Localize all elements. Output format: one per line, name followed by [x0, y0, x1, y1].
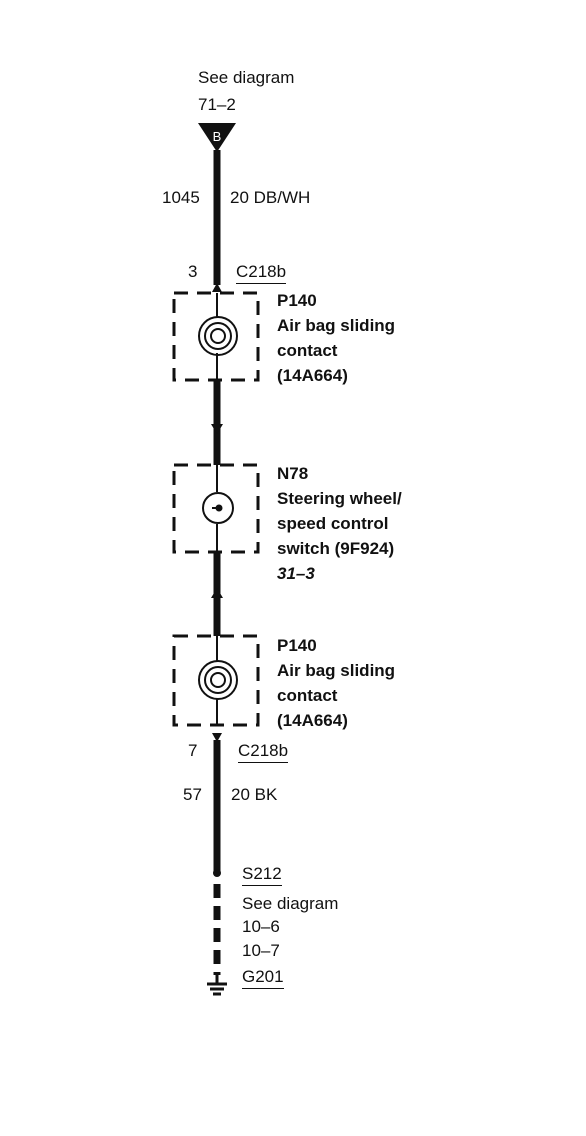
component-1-name2: contact	[277, 341, 338, 360]
connector-top-name: C218b	[236, 262, 287, 284]
splice-name: S212	[242, 864, 282, 886]
wire-bottom-circuit: 57	[183, 785, 202, 804]
wire-top-circuit: 1045	[162, 188, 200, 207]
top-diagram-ref: 71–2	[198, 95, 236, 114]
ground-name: G201	[242, 967, 284, 989]
splice-ref-2: 10–7	[242, 941, 280, 960]
reference-badge-label: B	[213, 129, 222, 144]
wire-top-spec: 20 DB/WH	[230, 188, 311, 207]
component-3-name1: Air bag sliding	[277, 661, 396, 680]
splice-ref-1: 10–6	[242, 917, 280, 936]
top-see-diagram: See diagram	[198, 68, 295, 87]
connector-bottom-pin: 7	[188, 741, 198, 760]
component-1-part: (14A664)	[277, 366, 348, 385]
connector-arrow-icon	[211, 588, 223, 598]
wire-bottom-spec: 20 BK	[231, 785, 278, 804]
ground-icon	[207, 975, 227, 996]
clockspring-icon	[198, 660, 238, 700]
connector-arrow-icon	[212, 733, 222, 742]
component-2-page-link[interactable]: 31–3	[277, 564, 315, 583]
connector-arrow-icon	[211, 424, 223, 434]
reference-triangle-icon: B	[198, 123, 236, 152]
component-1-name1: Air bag sliding	[277, 316, 396, 335]
component-2-name1: Steering wheel/	[277, 489, 402, 508]
splice-see-diagram: See diagram	[242, 894, 339, 913]
connector-top-pin: 3	[188, 262, 198, 281]
clockspring-icon	[198, 316, 238, 356]
component-3-part: (14A664)	[277, 711, 348, 730]
component-1-ref: P140	[277, 291, 317, 310]
component-3-name2: contact	[277, 686, 338, 705]
splice-dot-icon	[213, 869, 221, 877]
component-2-ref: N78	[277, 464, 309, 483]
component-2-name2: speed control	[277, 514, 389, 533]
connector-bottom-name: C218b	[238, 741, 289, 763]
switch-icon	[202, 492, 234, 524]
component-2-name3: switch (9F924)	[277, 539, 395, 558]
component-3-ref: P140	[277, 636, 317, 655]
connector-arrow-icon	[212, 283, 222, 292]
